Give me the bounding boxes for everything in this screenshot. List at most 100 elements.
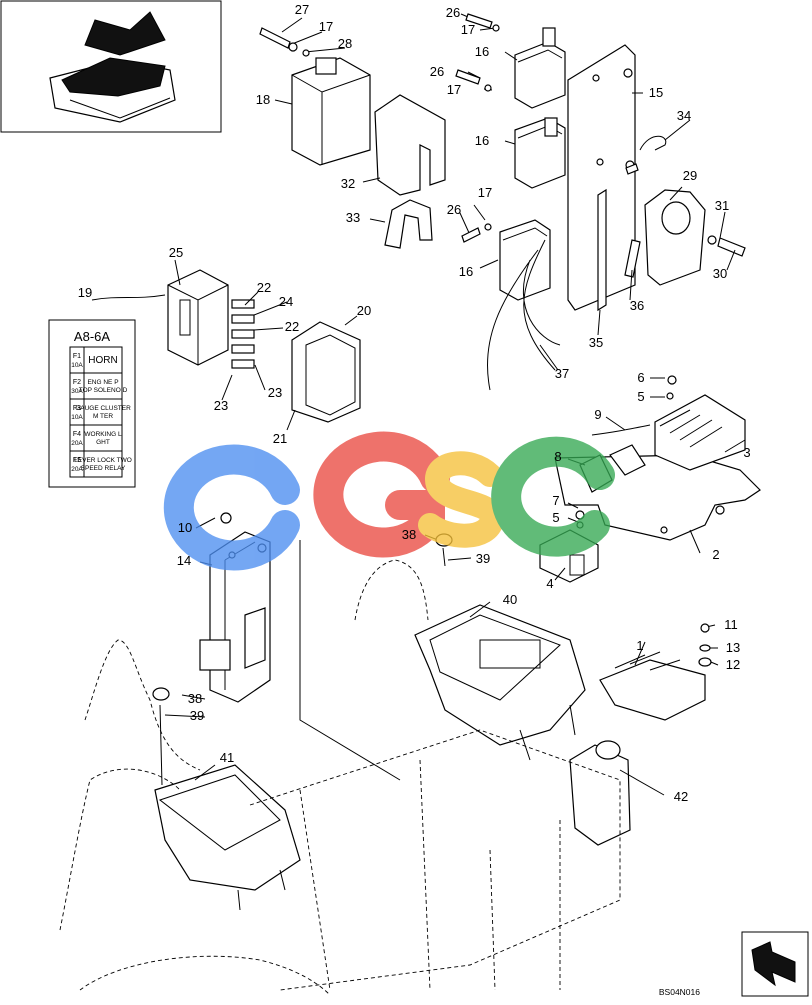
- fuse-box-25: [167, 269, 229, 366]
- callout-40: 10: [178, 520, 192, 535]
- callout-53: 42: [674, 789, 688, 804]
- component-1: [599, 651, 706, 721]
- callout-14: 26: [447, 202, 461, 217]
- watermark: [163, 431, 615, 571]
- callout-3: 26: [446, 5, 460, 20]
- direction-arrow-icon: [741, 931, 809, 997]
- harness-37: [486, 239, 561, 391]
- callout-27: 35: [589, 335, 603, 350]
- callout-47: 13: [726, 640, 740, 655]
- hardware: [152, 13, 712, 786]
- drawing-code: BS04N016: [659, 987, 700, 997]
- bolt-30: [707, 235, 746, 257]
- callout-22: 22: [257, 280, 271, 295]
- wire-34: [639, 135, 667, 151]
- fuse-label: ENG NE P: [87, 379, 118, 386]
- callout-42: 39: [476, 551, 490, 566]
- callout-33: 5: [637, 389, 644, 404]
- callout-28: 37: [555, 366, 569, 381]
- relay-bracket: [567, 44, 636, 312]
- callout-16: 31: [715, 198, 729, 213]
- callout-34: 9: [594, 407, 601, 422]
- callout-5: 16: [475, 44, 489, 59]
- callout-26: 36: [630, 298, 644, 313]
- callout-51: 39: [190, 708, 204, 723]
- cover-29: [644, 189, 706, 286]
- callout-30: 23: [268, 385, 282, 400]
- machine-outline: [59, 540, 621, 996]
- callout-24: 22: [285, 319, 299, 334]
- fuse-amp: 20A: [71, 466, 83, 473]
- callout-2: 28: [338, 36, 352, 51]
- box-14: [199, 531, 271, 703]
- fuse-amp: 10A: [71, 414, 83, 421]
- callout-38: 5: [552, 510, 559, 525]
- callout-31: 21: [273, 431, 287, 446]
- fuse-label: SPEED RELAY: [81, 465, 126, 472]
- callout-1: 17: [319, 19, 333, 34]
- callout-45: 40: [503, 592, 517, 607]
- fuse-amp: 20A: [71, 440, 83, 447]
- callout-18: 16: [459, 264, 473, 279]
- clamp-33: [384, 199, 433, 249]
- callout-6: 26: [430, 64, 444, 79]
- callout-50: 38: [188, 691, 202, 706]
- callout-43: 4: [546, 576, 553, 591]
- watermark-c-green: [491, 436, 615, 557]
- callout-48: 12: [726, 657, 740, 672]
- fuse-amp: 30A: [71, 388, 83, 395]
- callout-11: 16: [475, 133, 489, 148]
- callout-23: 24: [279, 294, 293, 309]
- fuse-label: LEVER LOCK TWO: [74, 457, 132, 464]
- fuse-label: GHT: [96, 439, 110, 446]
- relay-middle: [514, 117, 566, 189]
- callout-41: 38: [402, 527, 416, 542]
- fuse-amp: 10A: [71, 362, 83, 369]
- callout-0: 27: [295, 2, 309, 17]
- relay-lower: [499, 219, 551, 301]
- callout-15: 29: [683, 168, 697, 183]
- callout-10: 34: [677, 108, 691, 123]
- fuse-label: TOP SOLENO D: [79, 387, 128, 394]
- inset-view: [0, 0, 222, 133]
- cover-32: [374, 94, 446, 196]
- callout-12: 32: [341, 176, 355, 191]
- fuse-table-title: A8-6A: [74, 329, 110, 344]
- callout-44: 14: [177, 553, 191, 568]
- callout-19: 30: [713, 266, 727, 281]
- fuse-label: GAUGE CLUSTER: [75, 405, 131, 412]
- tank-42: [569, 740, 631, 846]
- callout-8: 15: [649, 85, 663, 100]
- fuse-id: F4: [73, 431, 81, 438]
- callout-39: 2: [712, 547, 719, 562]
- fuse-label: M TER: [93, 413, 113, 420]
- callout-21: 19: [78, 285, 92, 300]
- callout-29: 23: [214, 398, 228, 413]
- relay-18: [291, 57, 371, 166]
- component-3: [654, 394, 746, 471]
- callout-49: 1: [636, 638, 643, 653]
- fuse-id: F1: [73, 353, 81, 360]
- fuse-id: F2: [73, 379, 81, 386]
- panel-40: [414, 604, 586, 761]
- fuse-id: F5: [73, 457, 81, 464]
- callout-25: 20: [357, 303, 371, 318]
- fuse-id: F3: [73, 405, 81, 412]
- fuse-label: HORN: [88, 355, 117, 366]
- callout-35: 3: [743, 445, 750, 460]
- fuses-22-23: [231, 299, 255, 369]
- wire-9: [591, 424, 651, 436]
- callout-17: 33: [346, 210, 360, 225]
- callout-46: 11: [724, 617, 738, 632]
- callout-7: 17: [447, 82, 461, 97]
- callout-32: 6: [637, 370, 644, 385]
- callout-36: 8: [554, 449, 561, 464]
- panel-41: [154, 764, 301, 911]
- watermark-c-blue: [163, 444, 300, 571]
- watermark-s-yellow: [418, 451, 504, 548]
- callout-4: 17: [461, 22, 475, 37]
